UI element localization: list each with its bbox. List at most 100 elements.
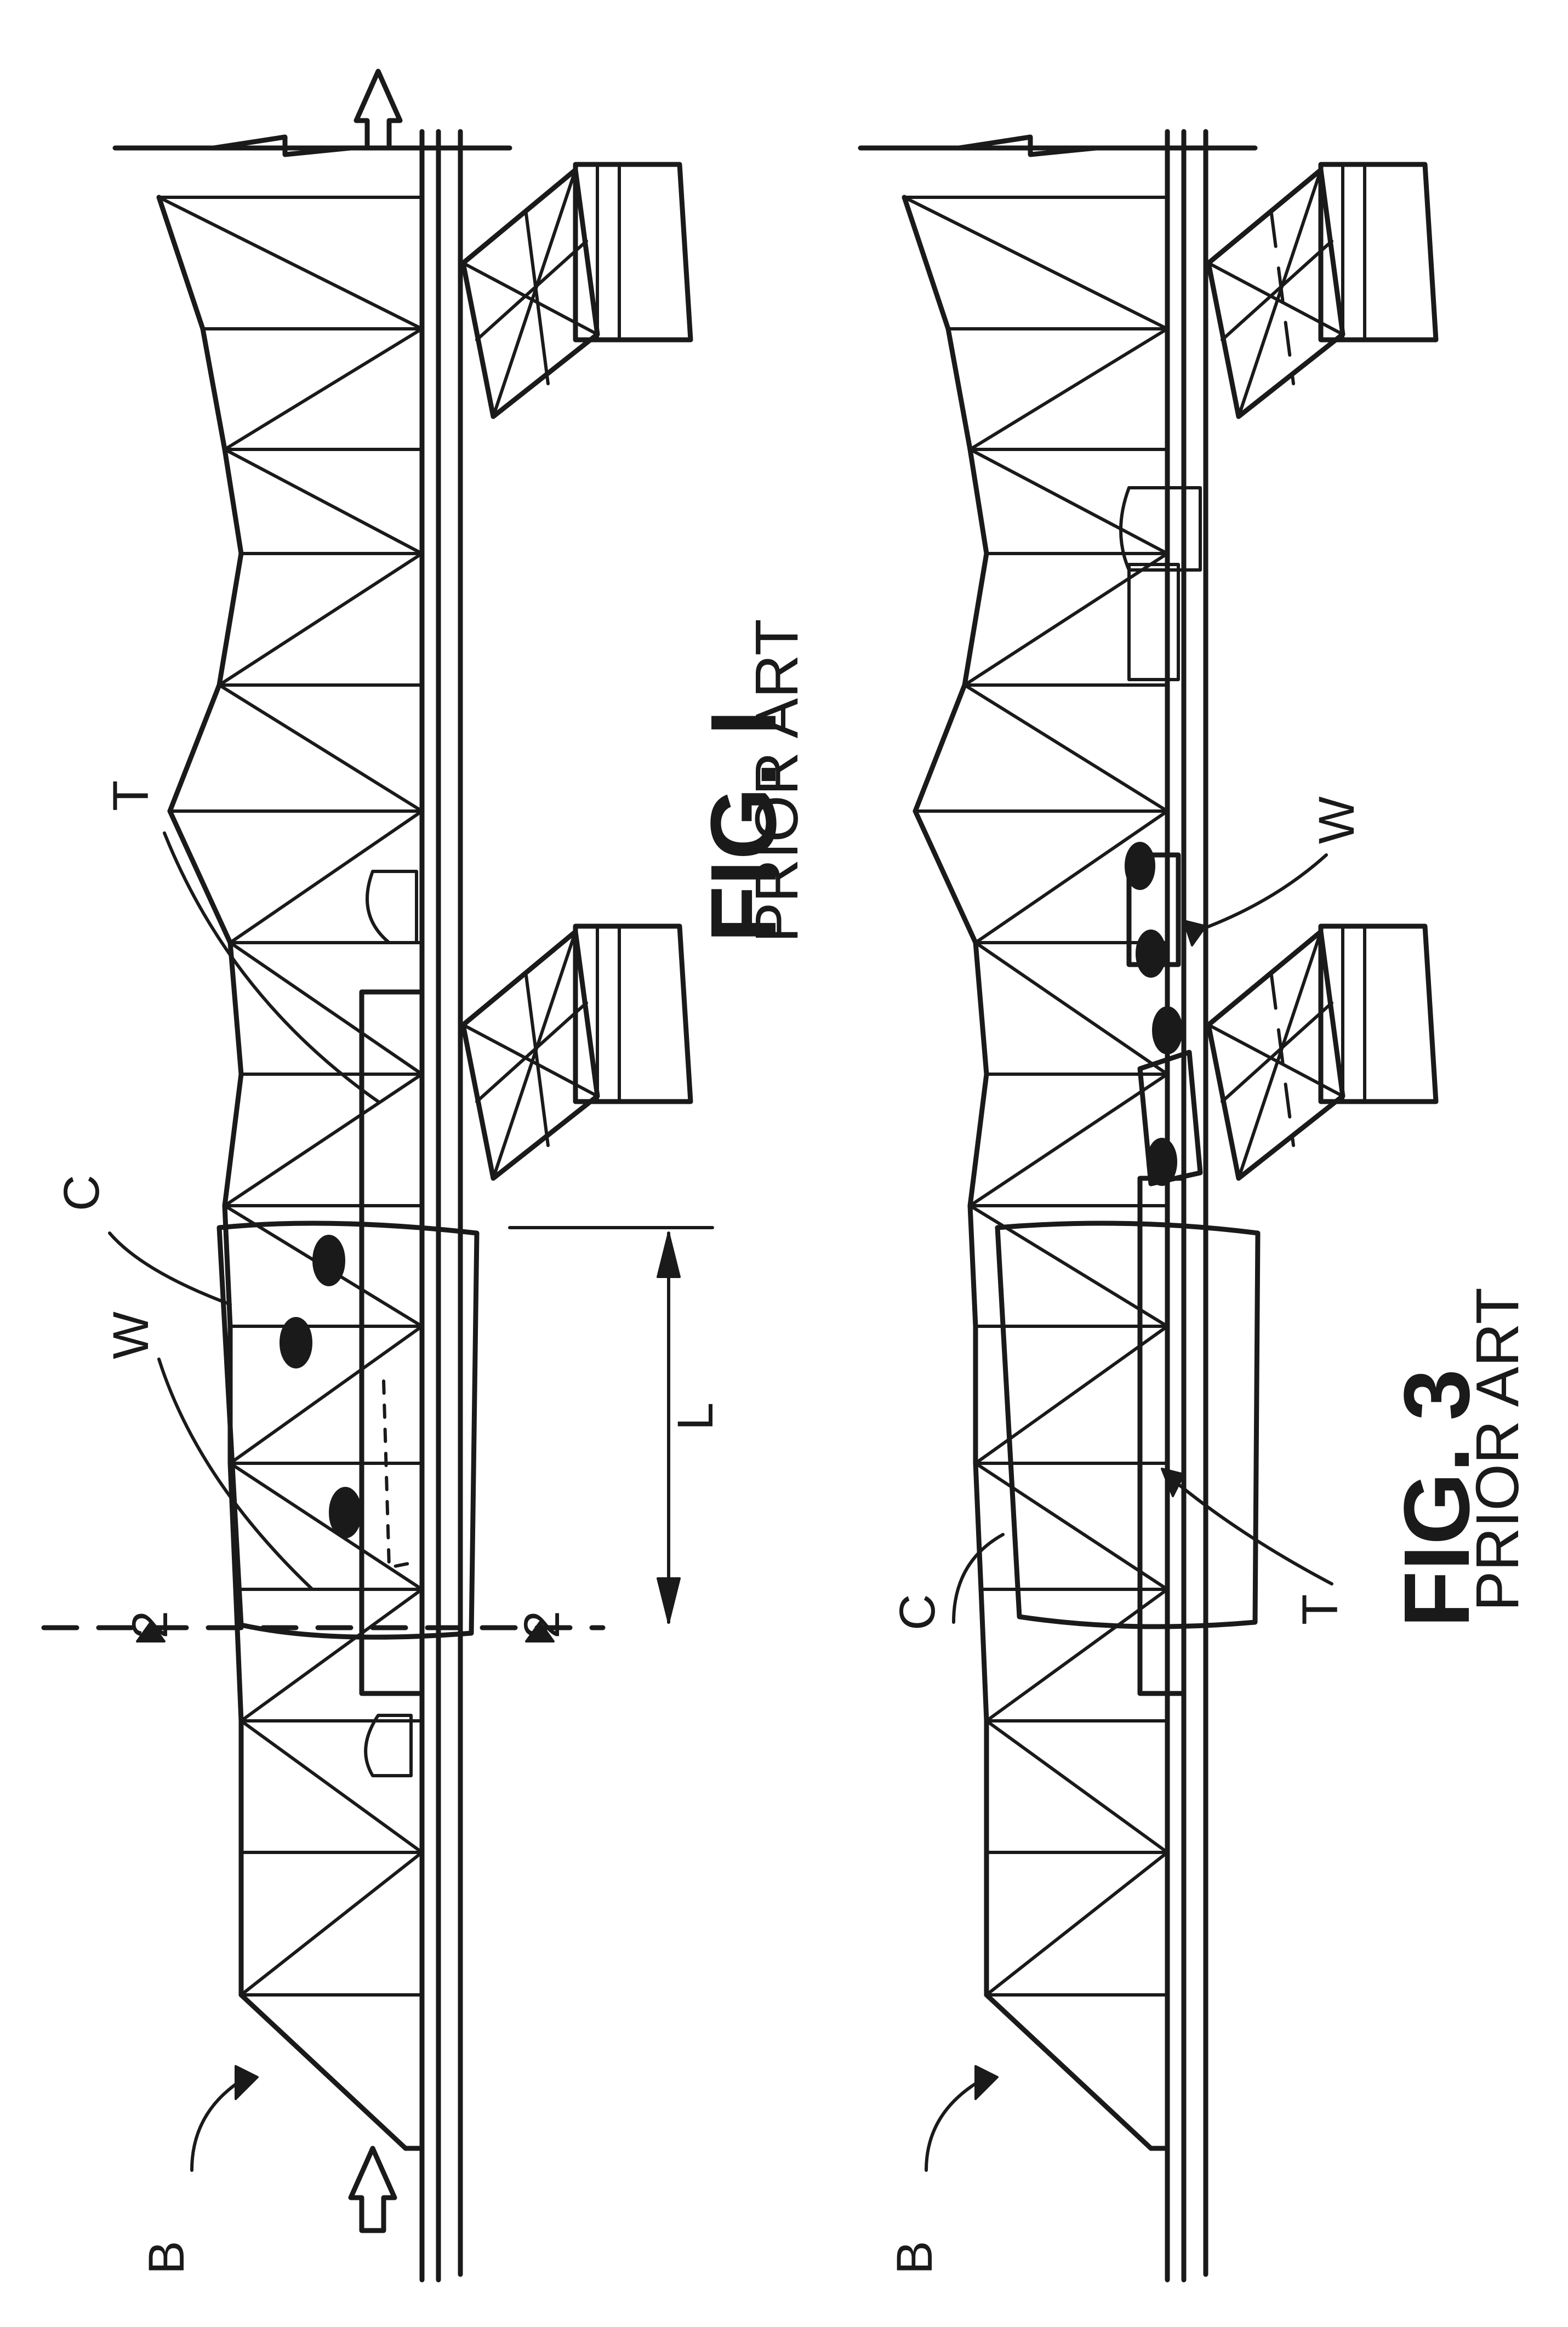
- truss-top-chord: [913, 682, 967, 814]
- fig1-ref-l: L: [668, 1402, 723, 1430]
- fig3-worker-3: [1152, 1006, 1183, 1054]
- leader-c: [108, 1231, 232, 1306]
- fig1-ref-t: T: [103, 780, 159, 811]
- fig1-platform-t: [359, 870, 425, 1777]
- pier-brace: [461, 261, 599, 336]
- truss-top-chord: [156, 195, 206, 332]
- break-symbol: [956, 134, 1099, 157]
- fig1-section-line: [41, 1621, 606, 1642]
- vehicle: [366, 870, 418, 944]
- truss-top-chord: [962, 551, 989, 688]
- fig1-subtitle: PRIOR ART: [743, 619, 811, 943]
- traffic-arrow-out: [353, 69, 403, 151]
- pier-brace: [492, 168, 577, 418]
- leader-b: [190, 2075, 248, 2172]
- truss: [902, 195, 1170, 2151]
- truss-diagonal: [157, 196, 424, 330]
- pier-brace: [492, 930, 577, 1180]
- pier-brace: [1237, 168, 1322, 418]
- fig1-traffic-arrows: [348, 69, 403, 2233]
- truss-top-chord: [167, 808, 233, 945]
- truss-top-chord: [227, 1461, 238, 1592]
- pier-block: [1318, 923, 1439, 1104]
- truss-diagonal: [240, 1851, 424, 1997]
- pier-2: [1206, 923, 1439, 1181]
- fig3-worker-4: [1147, 1138, 1177, 1186]
- truss-top-chord: [967, 447, 989, 556]
- section-arrow: [525, 1621, 555, 1642]
- truss-diagonal: [968, 327, 1169, 451]
- pier-1: [460, 162, 693, 419]
- truss-top-chord: [222, 1203, 233, 1329]
- piers: [460, 162, 693, 1181]
- pier-1: [1206, 162, 1439, 419]
- fig1-ref-w: W: [103, 1311, 159, 1359]
- pier-brace: [1270, 974, 1295, 1147]
- section-arrow: [136, 1621, 166, 1642]
- fig3-leader-b-arrow: [974, 2065, 999, 2100]
- pier-brace: [1207, 1023, 1344, 1098]
- truss-diagonal: [229, 941, 424, 1076]
- truss-diagonal: [968, 448, 1169, 555]
- fig1-ref-b: B: [139, 2241, 195, 2274]
- truss-end-post: [238, 1992, 408, 2151]
- truss-diagonal: [903, 196, 1169, 330]
- truss-diagonal: [985, 1719, 1169, 1854]
- fig1-truss-bridge: [41, 69, 714, 2283]
- fig3-ref-b: B: [887, 2241, 943, 2274]
- fig1-label-b: B: [139, 2241, 195, 2274]
- fig3-platform-section: [1137, 1050, 1203, 1187]
- truss-diagonal: [223, 448, 424, 555]
- truss-top-chord: [222, 447, 244, 556]
- fig1-ref-2-right: 2: [514, 1611, 570, 1639]
- truss-diagonal: [963, 552, 1169, 687]
- truss: [156, 195, 425, 2151]
- fig3-leader-b: [925, 2075, 988, 2172]
- fig3-ref-w: W: [1309, 796, 1365, 844]
- truss-diagonal: [974, 941, 1169, 1076]
- pier-brace: [1270, 212, 1295, 385]
- pier-brace: [475, 239, 588, 341]
- leader-w: [157, 1358, 314, 1591]
- pier-brace: [1207, 261, 1344, 336]
- truss-top-chord: [902, 195, 951, 332]
- pier-brace: [524, 974, 550, 1147]
- fig1-ref-2-left: 2: [122, 1611, 178, 1639]
- truss-diagonal: [223, 1073, 424, 1207]
- fig1-workers: [280, 1235, 362, 1538]
- truss-top-chord: [913, 808, 978, 945]
- fig3-worker-1: [1125, 842, 1155, 890]
- fig1-title: FIG. I: [692, 710, 796, 943]
- leader-b-arrow: [235, 2065, 259, 2100]
- fig3-leader-w-arrow: [1183, 920, 1207, 946]
- truss-diagonal: [240, 1588, 424, 1723]
- fig1-dimension-l: [508, 1226, 714, 1624]
- truss-diagonal: [229, 1462, 424, 1591]
- truss-diagonal: [974, 809, 1169, 944]
- truss-top-chord: [967, 1071, 989, 1208]
- fig3-work-platform: [1137, 1176, 1187, 1696]
- pier-block: [1318, 162, 1439, 343]
- truss-diagonal: [963, 683, 1169, 813]
- truss-diagonal: [229, 809, 424, 944]
- figure-1: B C W T L 2 2 FIG. I PRIOR ART: [41, 69, 811, 2283]
- fig3-leader-c: [952, 1533, 1005, 1624]
- worker-3: [329, 1487, 362, 1538]
- figure-3: B C W T FIG. 3 PRIOR ART: [858, 129, 1531, 2283]
- truss-top-chord: [227, 940, 244, 1077]
- fig3-subtitle: PRIOR ART: [1464, 1287, 1531, 1611]
- truss-diagonal: [968, 1073, 1169, 1207]
- pier-block: [573, 162, 693, 343]
- pier-brace: [1221, 239, 1333, 341]
- vehicle-dashed: [382, 1379, 418, 1569]
- pier-brace: [1221, 1001, 1333, 1103]
- fig3-ref-c: C: [890, 1594, 945, 1630]
- truss-top-chord: [978, 1587, 989, 1724]
- leader-t: [163, 831, 380, 1103]
- pier-2: [460, 923, 693, 1181]
- truss-end-post: [984, 1992, 1154, 2151]
- fig3-worker-2: [1136, 929, 1166, 978]
- truss-diagonal: [223, 327, 424, 451]
- worker-1: [280, 1317, 312, 1368]
- pier-brace: [1237, 930, 1322, 1180]
